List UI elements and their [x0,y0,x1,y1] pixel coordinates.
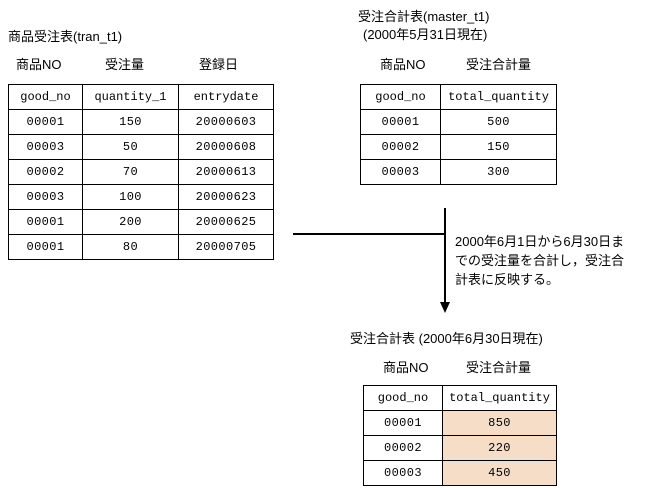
connector-horizontal-line [293,233,446,235]
table-row: 00001 80 20000705 [8,234,274,260]
master-table-after: good_no total_quantity 00001 850 00002 2… [363,385,557,486]
tran-cell: 00003 [8,184,83,210]
tran-cell: 200 [82,209,179,235]
table-row: 00003 50 20000608 [8,134,274,160]
tran-cell: 00002 [8,159,83,185]
table-row: 00002 70 20000613 [8,159,274,185]
connector-vertical-line [444,208,446,304]
master-before-cell: 150 [440,134,557,160]
master-before-cell: 300 [440,159,557,185]
tran-cell: 00001 [8,209,83,235]
tran-cell: 20000623 [178,184,274,210]
table-row: 00003 100 20000623 [8,184,274,210]
master-before-cell: 500 [440,109,557,135]
table-row: 00002 150 [360,134,557,160]
tran-cell: 70 [82,159,179,185]
master-after-cell-highlight: 450 [442,460,557,486]
tran-cell: 20000608 [178,134,274,160]
master-after-cell: 00003 [363,460,443,486]
master-after-column-caption-good-no: 商品NO [383,360,429,375]
master-before-cell: 00003 [360,159,441,185]
tran-cell: 100 [82,184,179,210]
master-before-column-caption-total: 受注合計量 [466,57,532,72]
table-row: 00003 300 [360,159,557,185]
tran-cell: 20000705 [178,234,274,260]
tran-header-entrydate: entrydate [178,84,274,110]
table-row: 00002 220 [363,435,557,461]
master-before-column-caption-good-no: 商品NO [380,57,426,72]
tran-header-quantity: quantity_1 [82,84,179,110]
table-header-row: good_no quantity_1 entrydate [8,84,274,110]
tran-column-caption-quantity: 受注量 [105,57,145,72]
tran-cell: 00003 [8,134,83,160]
tran-cell: 50 [82,134,179,160]
table-row: 00003 450 [363,460,557,486]
tran-cell: 80 [82,234,179,260]
table-header-row: good_no total_quantity [363,385,557,411]
master-after-header-total: total_quantity [442,385,557,411]
master-after-cell: 00001 [363,410,443,436]
table-row: 00001 150 20000603 [8,109,274,135]
master-before-header-good-no: good_no [360,84,441,110]
connector-arrowhead-icon [440,302,450,313]
tran-table-caption: 商品受注表(tran_t1) [8,29,123,44]
tran-table: good_no quantity_1 entrydate 00001 150 2… [8,84,274,260]
process-note: 2000年6月1日から6月30日ま での受注量を合計し，受注合 計表に反映する。 [455,234,625,287]
tran-column-caption-good-no: 商品NO [16,57,62,72]
tran-cell: 00001 [8,234,83,260]
table-header-row: good_no total_quantity [360,84,557,110]
table-row: 00001 500 [360,109,557,135]
master-after-cell: 00002 [363,435,443,461]
master-after-caption: 受注合計表 (2000年6月30日現在) [350,331,543,346]
master-before-caption-line1: 受注合計表(master_t1) [358,9,490,24]
master-before-caption-line2: (2000年5月31日現在) [363,27,488,42]
master-after-cell-highlight: 220 [442,435,557,461]
tran-cell: 20000613 [178,159,274,185]
table-row: 00001 850 [363,410,557,436]
master-before-cell: 00002 [360,134,441,160]
tran-header-good-no: good_no [8,84,83,110]
tran-cell: 20000603 [178,109,274,135]
tran-column-caption-entrydate: 登録日 [199,57,239,72]
master-before-header-total: total_quantity [440,84,557,110]
master-before-cell: 00001 [360,109,441,135]
tran-cell: 00001 [8,109,83,135]
tran-cell: 150 [82,109,179,135]
table-row: 00001 200 20000625 [8,209,274,235]
master-table-before: good_no total_quantity 00001 500 00002 1… [360,84,557,185]
master-after-column-caption-total: 受注合計量 [466,360,532,375]
master-after-header-good-no: good_no [363,385,443,411]
tran-cell: 20000625 [178,209,274,235]
master-after-cell-highlight: 850 [442,410,557,436]
